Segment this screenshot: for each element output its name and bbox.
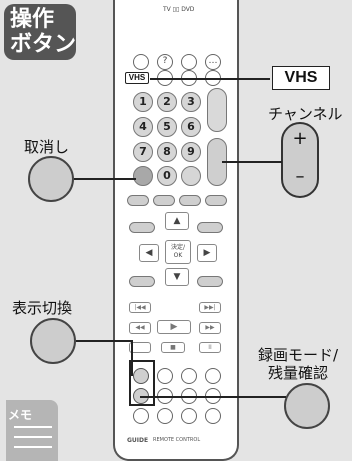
display-switch-button[interactable] (133, 368, 149, 384)
bottom-buttons-highlight (129, 360, 155, 406)
stop-button[interactable]: ■ (161, 342, 185, 353)
help-button[interactable]: ? (157, 54, 173, 70)
rec-mode-callout-line (140, 396, 286, 398)
round-button-6[interactable] (157, 368, 173, 384)
number-4-button[interactable]: 4 (133, 117, 153, 137)
memo-line-1 (14, 426, 52, 428)
rec-mode-callout-circle (284, 383, 330, 429)
number-1-button[interactable]: 1 (133, 92, 153, 112)
display-switch-label: 表示切換 (12, 299, 73, 317)
color-button-3[interactable] (179, 195, 201, 206)
channel-label: チャンネル (268, 105, 343, 123)
rewind-button[interactable]: ◀◀ (129, 322, 151, 334)
badge-line1: 操作 (10, 7, 55, 32)
brand-label: REMOTE CONTROL (153, 437, 201, 443)
skip-back-button[interactable]: |◀◀ (129, 302, 151, 313)
color-button-1[interactable] (127, 195, 149, 206)
volume-rocker[interactable] (207, 88, 227, 132)
rec-mode-label-2: 残量確認 (268, 364, 329, 382)
enter-ok-button[interactable]: 決定/ OK (165, 240, 191, 264)
display-switch-callout-circle (30, 318, 76, 364)
number-2-button[interactable]: 2 (157, 92, 177, 112)
round-button-8[interactable] (205, 368, 221, 384)
cancel-callout-circle (28, 156, 74, 202)
round-button-15[interactable] (205, 408, 221, 424)
channel-up-icon: + (292, 128, 308, 149)
channel-callout-line (222, 161, 282, 163)
section-badge: 操作 ボタン (4, 4, 76, 60)
power-button[interactable] (133, 54, 149, 70)
vhs-callout-label: VHS (272, 66, 330, 90)
tv-dvd-switch[interactable]: TV ▯▯ DVD (163, 6, 195, 13)
menu-button[interactable]: … (205, 54, 221, 70)
nav-corner-bottom-left[interactable] (129, 276, 155, 287)
memo-note: メモ (6, 400, 58, 461)
play-button[interactable]: ▶ (157, 320, 191, 334)
cancel-callout-line (74, 178, 136, 180)
display-switch-callout-vline (131, 340, 133, 376)
badge-line2: ボタン (10, 32, 77, 57)
number-9-button[interactable]: 9 (181, 142, 201, 162)
number-6-button[interactable]: 6 (181, 117, 201, 137)
round-button-5[interactable] (181, 166, 201, 186)
memo-line-2 (14, 436, 52, 438)
number-0-button[interactable]: 0 (157, 166, 177, 186)
number-8-button[interactable]: 8 (157, 142, 177, 162)
color-button-4[interactable] (205, 195, 227, 206)
number-3-button[interactable]: 3 (181, 92, 201, 112)
display-switch-callout-line (76, 340, 132, 342)
cancel-button[interactable] (133, 166, 153, 186)
number-7-button[interactable]: 7 (133, 142, 153, 162)
round-button-14[interactable] (181, 408, 197, 424)
pause-button[interactable]: II (199, 342, 221, 353)
fast-forward-button[interactable]: ▶▶ (199, 322, 221, 334)
color-button-2[interactable] (153, 195, 175, 206)
memo-line-3 (14, 446, 52, 448)
memo-label: メモ (8, 408, 33, 422)
record-button[interactable] (129, 342, 151, 353)
rec-mode-label-1: 録画モード/ (258, 346, 339, 364)
round-button[interactable] (181, 54, 197, 70)
round-button-13[interactable] (157, 408, 173, 424)
number-5-button[interactable]: 5 (157, 117, 177, 137)
nav-corner-bottom-right[interactable] (197, 276, 223, 287)
brand-logo: GUIDE (127, 437, 149, 444)
nav-down-button[interactable]: ▼ (165, 268, 189, 286)
nav-right-button[interactable]: ▶ (197, 244, 217, 262)
cancel-label: 取消し (24, 138, 70, 156)
round-button-7[interactable] (181, 368, 197, 384)
skip-forward-button[interactable]: ▶▶| (199, 302, 221, 313)
nav-corner-top-left[interactable] (129, 222, 155, 233)
remote-buttons: TV ▯▯ DVD ? … VHS 1 2 3 4 5 6 7 8 9 0 ▲ … (113, 0, 239, 461)
channel-callout-rocker: + – (281, 122, 319, 198)
nav-up-button[interactable]: ▲ (165, 212, 189, 230)
nav-left-button[interactable]: ◀ (139, 244, 159, 262)
nav-corner-top-right[interactable] (197, 222, 223, 233)
round-button-12[interactable] (133, 408, 149, 424)
vhs-button[interactable]: VHS (125, 72, 149, 84)
vhs-callout-line (150, 78, 270, 80)
channel-down-icon: – (295, 166, 305, 187)
